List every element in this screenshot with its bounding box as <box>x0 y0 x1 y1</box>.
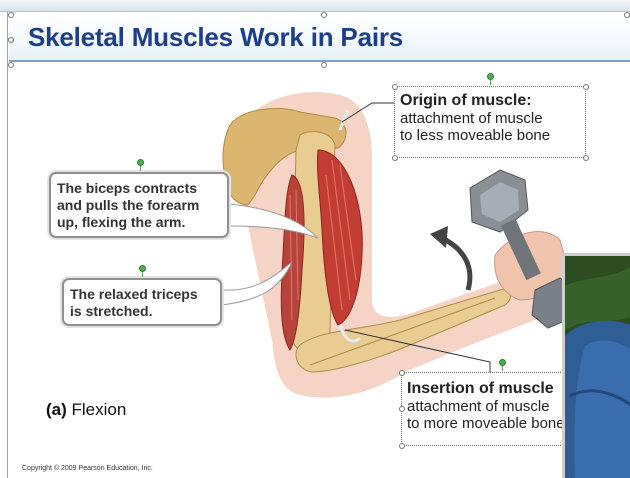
selection-handle[interactable] <box>399 443 405 449</box>
selection-handle[interactable] <box>392 84 398 90</box>
callout-line: The relaxed triceps <box>70 286 220 303</box>
selection-handle[interactable] <box>399 370 405 376</box>
callout-line: and pulls the forearm <box>57 197 227 214</box>
callout-line: up, flexing the arm. <box>57 214 227 231</box>
selection-handle[interactable] <box>399 406 405 412</box>
selection-handle[interactable] <box>583 155 589 161</box>
selection-handle[interactable] <box>392 155 398 161</box>
selection-handle[interactable] <box>583 84 589 90</box>
triceps-callout[interactable]: The relaxed triceps is stretched. <box>62 278 222 326</box>
origin-label[interactable]: Origin of muscle: attachment of muscle t… <box>394 86 586 158</box>
origin-title: Origin of muscle: <box>400 91 585 110</box>
webcam-image <box>565 256 630 478</box>
curved-arrow-icon <box>430 226 470 290</box>
origin-line: to less moveable bone <box>400 127 585 144</box>
rotation-handle[interactable] <box>499 359 506 366</box>
callout-line: is stretched. <box>70 303 220 320</box>
callout-line: The biceps contracts <box>57 180 227 197</box>
biceps-callout[interactable]: The biceps contracts and pulls the forea… <box>49 172 229 238</box>
webcam-overlay[interactable] <box>562 253 630 478</box>
rotation-handle[interactable] <box>487 73 494 80</box>
figure-caption: Flexion <box>72 400 127 419</box>
figure-label: (a) Flexion <box>46 400 126 420</box>
figure-letter: (a) <box>46 400 67 419</box>
origin-line: attachment of muscle <box>400 110 585 127</box>
rotation-handle[interactable] <box>139 265 146 272</box>
rotation-handle[interactable] <box>137 159 144 166</box>
copyright-text: Copyright © 2009 Pearson Education, Inc. <box>22 465 153 472</box>
